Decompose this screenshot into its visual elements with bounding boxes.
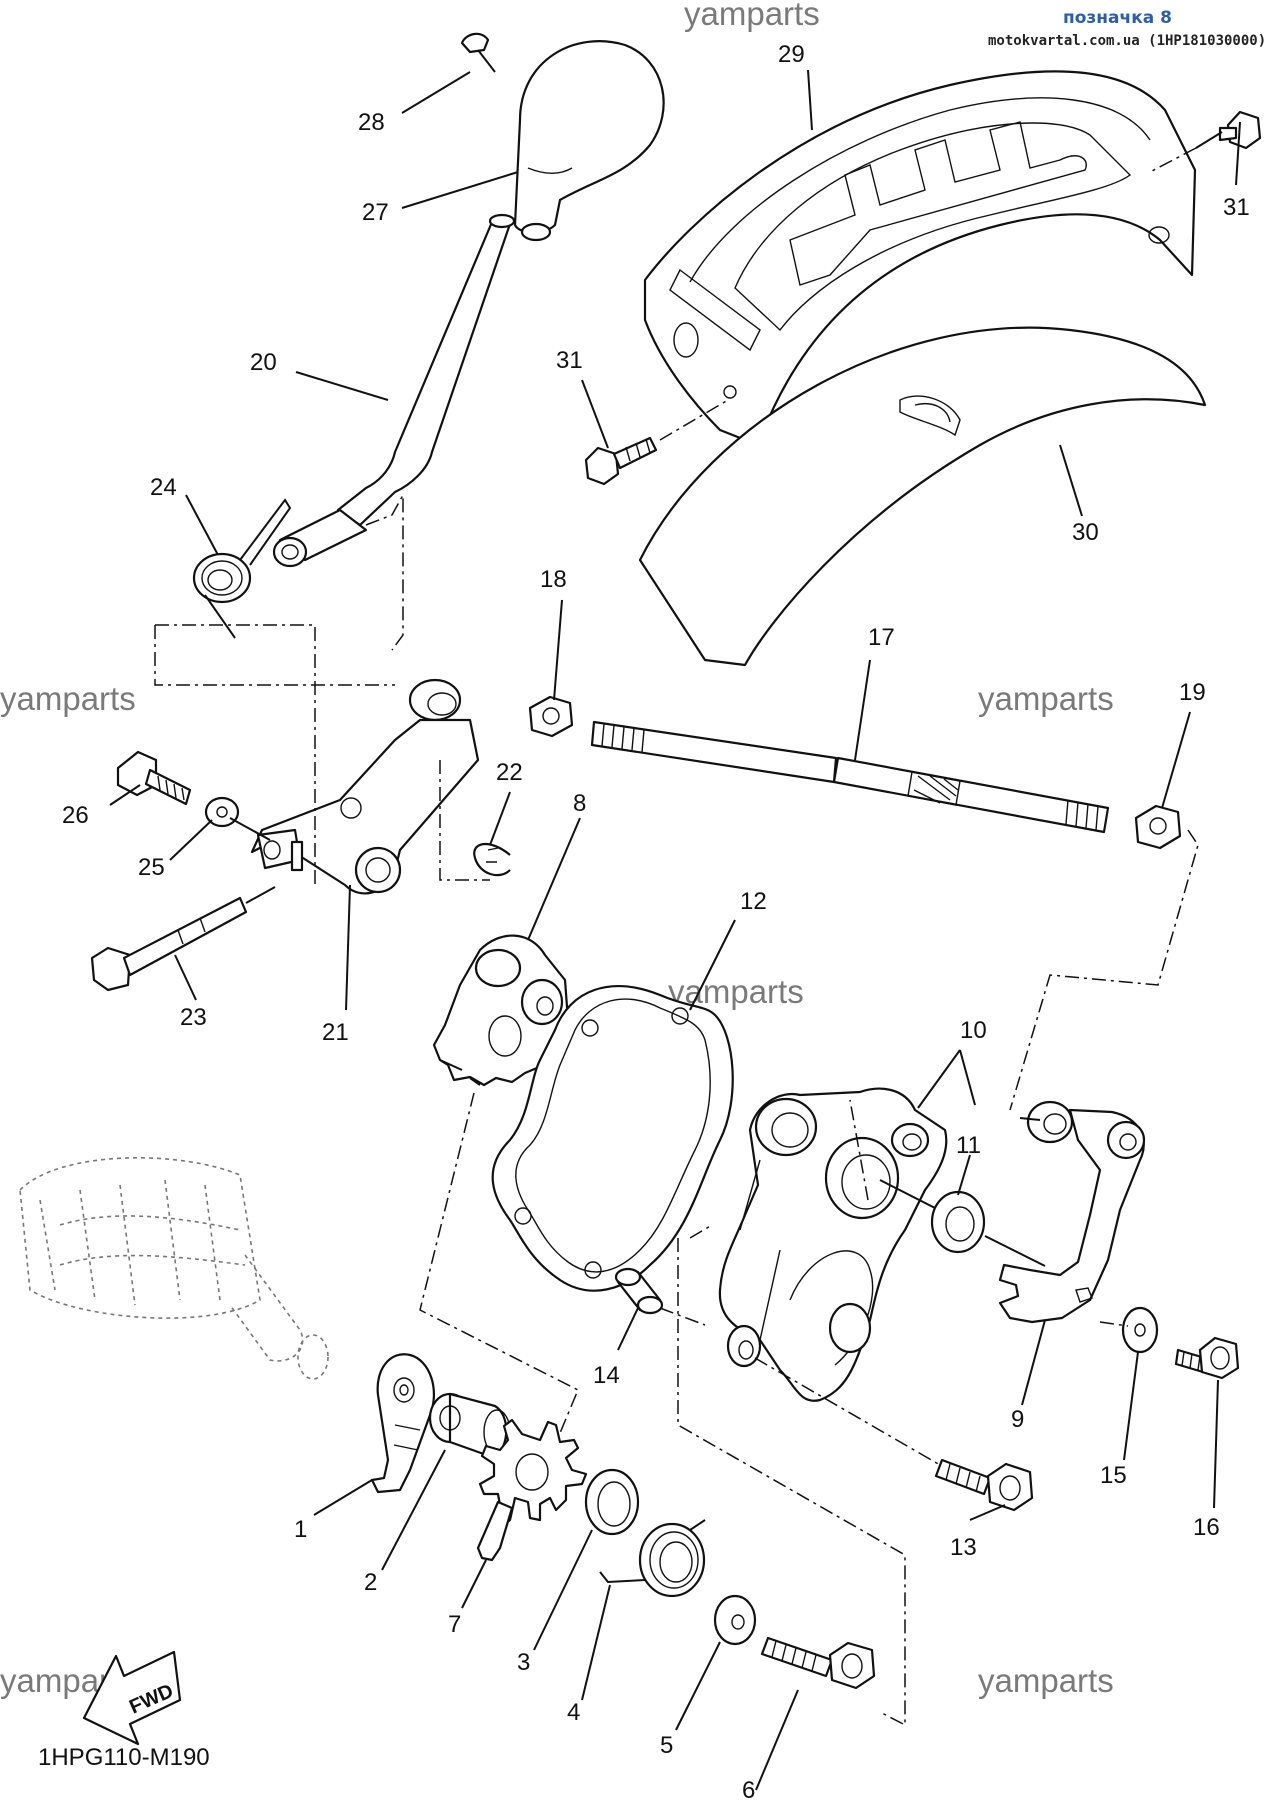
bolt-23 [90,886,276,992]
callout-27: 27 [362,199,389,226]
knob-screw [460,32,496,73]
fwd-arrow-icon: FWD [82,1650,182,1746]
callout-7: 7 [448,1611,461,1638]
shift-drum-reference [19,1156,329,1380]
callout-5: 5 [660,1732,673,1759]
washer-15 [1121,1306,1159,1354]
callout-2: 2 [364,1569,377,1596]
bolt-16 [1174,1336,1240,1380]
leader-lines [109,69,1241,1791]
shift-arm [154,624,490,895]
dowel-pin [614,1267,706,1326]
watermark-bottom-right: yamparts [978,1662,1114,1699]
cover-panel [638,326,1207,667]
screw-31-right [1149,110,1262,173]
nut-18 [528,695,574,738]
oil-seal [930,1190,986,1254]
diagram-code: 1HPG110-M190 [38,1744,210,1771]
callout-19: 19 [1179,679,1206,706]
bolt-13 [754,1357,1034,1512]
bolt-26 [116,750,192,806]
torsion-spring [192,498,292,639]
callout-20: 20 [250,349,277,376]
watermark-right: yamparts [978,680,1114,717]
callout-numbers: 1 2 3 4 5 6 7 8 9 10 11 12 13 14 15 16 1… [62,41,1250,1800]
callout-25: 25 [138,854,165,881]
watermark-top: yamparts [684,0,820,32]
callout-10: 10 [960,1017,987,1044]
shift-rod [590,720,1110,834]
callout-21: 21 [322,1019,349,1046]
shift-arm-2 [998,1100,1146,1324]
callout-23: 23 [180,1004,207,1031]
e-clip [473,843,511,877]
shift-lever [272,213,516,651]
header-label: позначка 8 [1063,8,1172,28]
washer-5 [713,1594,757,1646]
crankcase-cover [718,1087,948,1402]
callout-14: 14 [593,1362,620,1389]
washer-3 [584,1468,640,1536]
callout-22: 22 [496,759,523,786]
return-spring [599,1519,706,1598]
screw-31-left [584,399,729,486]
callout-15: 15 [1100,1462,1127,1489]
callout-18: 18 [540,566,567,593]
callout-4: 4 [567,1699,580,1726]
callout-13: 13 [950,1534,977,1561]
bolt-6 [760,1636,876,1690]
callout-17: 17 [868,624,895,651]
callout-26: 26 [62,802,89,829]
callout-31-left: 31 [556,347,583,374]
shift-knob [513,40,665,242]
watermark-left: yamparts [0,680,136,717]
nut-19 [1134,804,1182,850]
callout-24: 24 [150,474,177,501]
callout-1: 1 [294,1516,307,1543]
callout-12: 12 [740,888,767,915]
header-source: motokvartal.com.ua (1HP181030000) [988,33,1266,49]
callout-11: 11 [956,1132,981,1159]
callout-16: 16 [1193,1514,1220,1541]
callout-30: 30 [1072,519,1099,546]
watermark-center: yamparts [668,973,804,1010]
callout-8: 8 [573,790,586,817]
callout-9: 9 [1011,1406,1024,1433]
callout-31-right: 31 [1223,194,1250,221]
callout-3: 3 [517,1649,530,1676]
callout-6: 6 [742,1777,755,1800]
stopper-lever [370,1353,435,1494]
gasket [491,985,734,1292]
stopper-gear [476,1418,588,1562]
callout-28: 28 [358,109,385,136]
shift-segment [432,934,570,1087]
callout-29: 29 [778,41,805,68]
